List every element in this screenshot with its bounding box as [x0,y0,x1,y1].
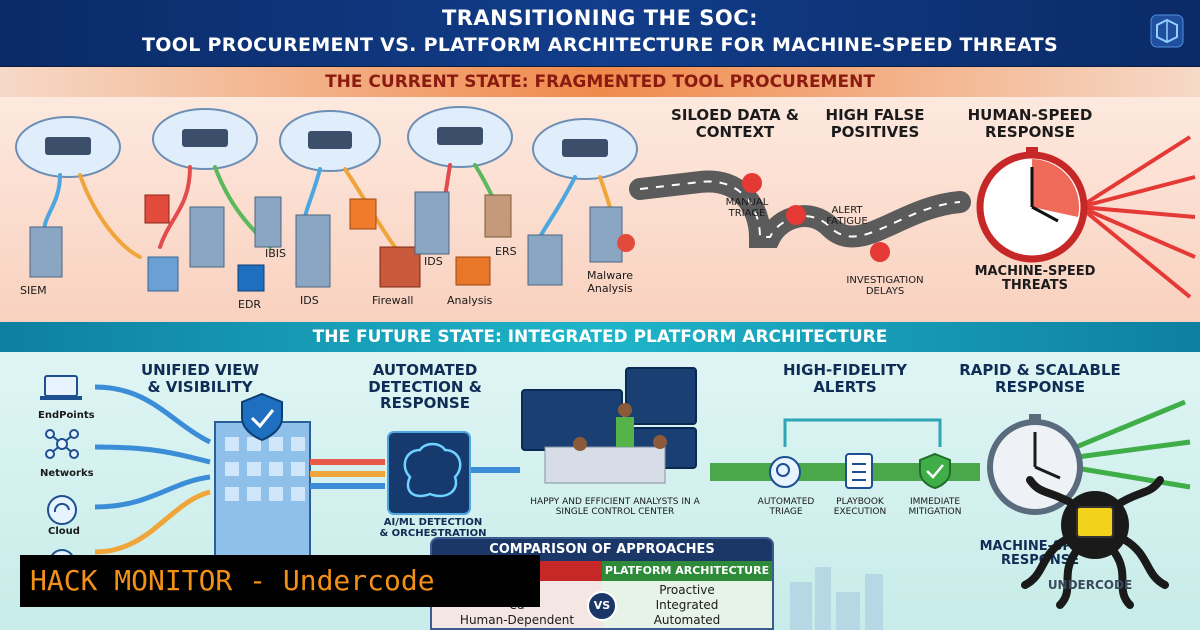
tool-label: IDS [300,294,319,307]
future-state-banner: THE FUTURE STATE: INTEGRATED PLATFORM AR… [0,322,1200,352]
investigation-pin-icon [870,242,890,262]
versus-badge: VS [587,591,617,621]
team-cloud-4-icon [407,106,513,168]
laptop-icon [40,375,82,400]
brand-cube-icon [1150,14,1184,48]
stream-arrows [310,459,520,489]
undercode-octopus-logo: UNDERCODE [1021,476,1169,609]
ai-detection-label: AI/ML DETECTION & ORCHESTRATION [379,517,487,539]
feedback-loop-arrow [783,418,942,447]
false-positives-heading: HIGH FALSE POSITIVES [825,106,925,141]
analysts-label: HAPPY AND EFFICIENT ANALYSTS IN A SINGLE… [530,497,700,517]
cloud-sync-icon [47,495,77,525]
road-label: MANUAL TRIAGE [725,197,769,219]
current-state-banner: THE CURRENT STATE: FRAGMENTED TOOL PROCU… [0,67,1200,97]
ai-brain-chip-icon [387,431,471,515]
team-cloud-5-icon [532,118,638,180]
tool-buildings [29,191,635,292]
pipeline-step-label: AUTOMATED TRIAGE [757,497,815,517]
tool-label: ERS [495,245,517,258]
page-title-line1: TRANSITIONING THE SOC: [441,6,759,30]
stopwatch-clock-icon [976,147,1088,263]
comparison-right-item: Integrated [655,598,719,612]
human-speed-heading: HUMAN-SPEED RESPONSE [967,106,1093,141]
source-label: Cloud [48,526,80,537]
network-nodes-icon [45,429,79,459]
page-title-line2: TOOL PROCUREMENT VS. PLATFORM ARCHITECTU… [142,34,1058,56]
comparison-right-item: Proactive [659,583,715,597]
comparison-title: COMPARISON OF APPROACHES [489,542,715,557]
manual-triage-pin-icon [742,173,762,193]
control-center-monitors-icon [521,367,697,484]
comparison-right-header: PLATFORM ARCHITECTURE [602,561,772,581]
tool-label: Firewall [372,294,414,307]
source-label: Networks [40,468,94,479]
high-fidelity-heading: HIGH-FIDELITY ALERTS [783,361,907,396]
road-label: ALERT FATIGUE [826,205,868,227]
shield-check-icon [919,452,951,490]
undercode-brand-text: UNDERCODE [1048,578,1132,592]
checklist-icon [845,453,873,489]
comparison-right-body [602,581,772,628]
road-label: INVESTIGATION DELAYS [846,275,924,297]
title-bar: TRANSITIONING THE SOC: TOOL PROCUREMENT … [0,0,1200,66]
source-label: EndPoints [38,410,95,421]
alert-fatigue-pin-icon [786,205,806,225]
hack-monitor-watermark: HACK MONITOR - Undercode [20,555,540,607]
team-cloud-1-icon [15,116,121,178]
pipeline-step-label: PLAYBOOK EXECUTION [833,497,887,517]
tool-label: Malware Analysis [586,269,634,295]
magnifier-triage-icon [769,456,801,488]
rapid-response-heading: RAPID & SCALABLE RESPONSE [959,361,1121,396]
comparison-left-item: Human-Dependent [459,613,575,627]
unified-view-heading: UNIFIED VIEW & VISIBILITY [140,361,260,396]
tool-label: IBIS [265,247,287,260]
current-state-illustration [15,106,1196,299]
tool-label: Analysis [447,294,493,307]
comparison-right-item: Automated [653,613,721,627]
current-state-panel: SIEM EDR IBIS IDS Firewall IDS Analysis … [0,97,1200,322]
tool-label: SIEM [20,284,47,297]
city-skyline [790,567,883,630]
data-inflow-arrows [94,384,212,555]
team-cloud-3-icon [279,110,381,172]
threat-arrows [1078,135,1196,299]
team-cloud-2-icon [152,108,258,170]
stopwatch-response-icon [987,414,1083,515]
tool-label: IDS [424,255,443,268]
tool-label: EDR [238,298,262,311]
machine-speed-threats-label: MACHINE-SPEED THREATS [974,264,1096,294]
pipeline-step-label: IMMEDIATE MITIGATION [908,497,962,517]
automated-detection-heading: AUTOMATED DETECTION & RESPONSE [368,361,482,412]
siloed-data-heading: SILOED DATA & CONTEXT [671,106,799,141]
